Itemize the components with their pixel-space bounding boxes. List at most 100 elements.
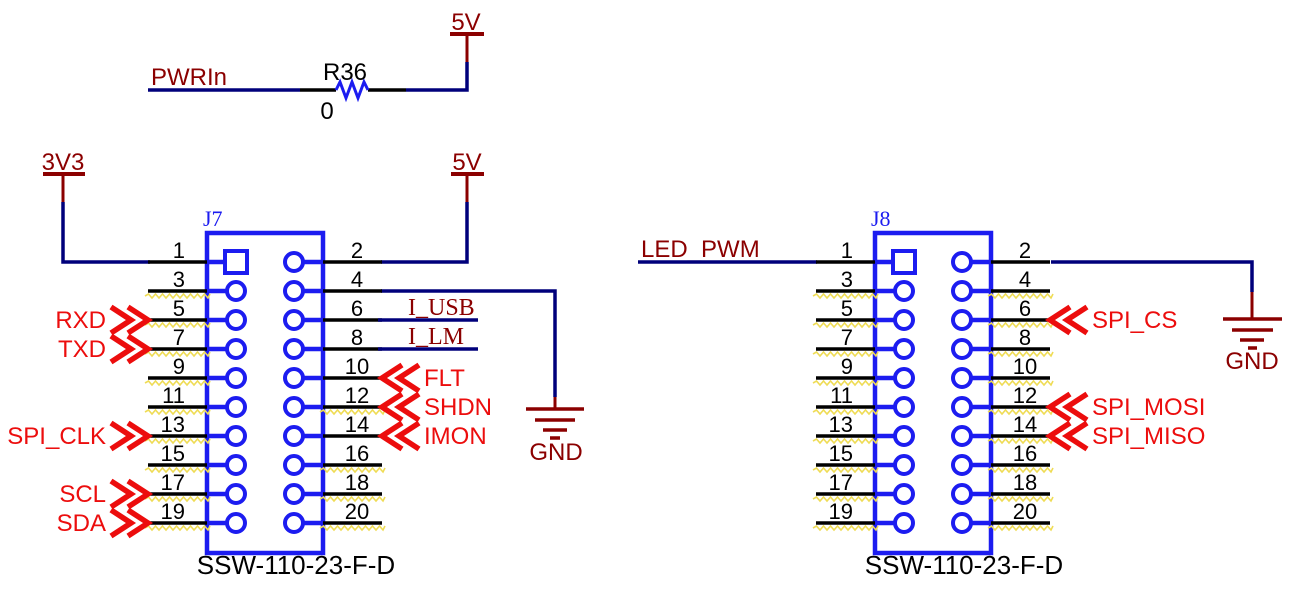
j7-pin-14-pad[interactable] — [283, 425, 305, 447]
j8-pin-5-pad[interactable] — [893, 309, 915, 331]
j8-flag-label-spi_mosi: SPI_MOSI — [1092, 394, 1205, 421]
j8-pin-10-pad[interactable] — [951, 367, 973, 389]
j8-pin-11-pad[interactable] — [893, 396, 915, 418]
j7-pin-20-number: 20 — [345, 499, 369, 524]
j8-pin-19-pad[interactable] — [893, 512, 915, 534]
j7-pin-13-pad[interactable] — [225, 425, 247, 447]
resistor-r36[interactable] — [334, 77, 370, 103]
j8-pin-20-pad[interactable] — [951, 512, 973, 534]
j8-pin-16-pad[interactable] — [951, 454, 973, 476]
offpage-chevron-icon — [1044, 304, 1072, 336]
j8-part-number[interactable]: SSW-110-23-F-D — [865, 550, 1063, 580]
j7-offpage-flag-imon[interactable]: IMON — [376, 420, 487, 452]
j7-offpage-flag-rxd[interactable]: RXD — [55, 304, 154, 336]
j7-pin-3-pad[interactable] — [225, 280, 247, 302]
j7-flag-label-shdn: SHDN — [424, 394, 492, 421]
power-symbol-5v-top[interactable]: 5V — [450, 9, 484, 62]
power-symbol-3v3[interactable]: 3V3 — [42, 149, 85, 202]
j7-net-label-i_lm[interactable]: I_LM — [408, 324, 464, 350]
wire-j7-pin4-to-gnd[interactable] — [381, 289, 557, 397]
j8-pin-18-pad[interactable] — [951, 483, 973, 505]
j8-pin-14-pad[interactable] — [951, 425, 973, 447]
power-label-5v-j7: 5V — [452, 149, 481, 176]
j8-pin-1-number: 1 — [841, 238, 853, 263]
j8-pin-4-pad[interactable] — [951, 280, 973, 302]
j8-pin-8-pad[interactable] — [951, 338, 973, 360]
j7-pin-2-pad[interactable] — [283, 251, 305, 273]
j7-pin-18-unconnected-marker — [319, 495, 386, 503]
gnd-symbol-j8[interactable]: GND — [1223, 292, 1282, 375]
j7-body[interactable] — [204, 230, 326, 556]
j8-pin-17-pad[interactable] — [893, 483, 915, 505]
j7-pin-8-pad[interactable] — [283, 338, 305, 360]
j8-pin-6-unconnected-marker — [987, 321, 1054, 329]
j7-offpage-flag-flt[interactable]: FLT — [376, 362, 465, 394]
j8-pin-6-pad[interactable] — [951, 309, 973, 331]
j7-pin-16-pad[interactable] — [283, 454, 305, 476]
j7-pin-11-pad[interactable] — [225, 396, 247, 418]
j7-pin-6-pad[interactable] — [283, 309, 305, 331]
offpage-chevron-icon — [109, 333, 137, 365]
j8-pin-20-unconnected-marker — [987, 524, 1054, 532]
gnd-symbol-j7[interactable]: GND — [526, 397, 584, 466]
j8-pin-9-pad[interactable] — [893, 367, 915, 389]
j8-pin-10-unconnected-marker — [987, 379, 1054, 387]
j7-pin-19-pad[interactable] — [225, 512, 247, 534]
j8-pin-3-pad[interactable] — [893, 280, 915, 302]
net-label-led-pwm[interactable]: LED_PWM — [641, 236, 760, 263]
j8-pin-13-pad[interactable] — [893, 425, 915, 447]
j7-offpage-flag-shdn[interactable]: SHDN — [376, 391, 492, 423]
j7-pin-18-pad[interactable] — [283, 483, 305, 505]
j7-part-number[interactable]: SSW-110-23-F-D — [197, 550, 395, 580]
j7-pin-17-pad[interactable] — [225, 483, 247, 505]
j7-pin-20-pad[interactable] — [283, 512, 305, 534]
j7-pin-4-number: 4 — [351, 267, 363, 292]
j8-pin-2-pad[interactable] — [951, 251, 973, 273]
net-label-pwrin[interactable]: PWRIn — [151, 64, 227, 91]
j7-pin-12-pad[interactable] — [283, 396, 305, 418]
j7-offpage-flag-spi_clk[interactable]: SPI_CLK — [7, 420, 154, 452]
j7-offpage-flag-scl[interactable]: SCL — [59, 478, 154, 510]
resistor-value[interactable]: 0 — [320, 98, 333, 125]
j8-offpage-flag-spi_miso[interactable]: SPI_MISO — [1044, 420, 1205, 452]
wire-5v-to-j7-pin2[interactable] — [381, 202, 469, 264]
j7-designator[interactable]: J7 — [203, 206, 223, 231]
j7-pin-10-pad[interactable] — [283, 367, 305, 389]
j7-pin-11-unconnected-marker — [144, 408, 211, 416]
j8-offpage-flag-spi_mosi[interactable]: SPI_MOSI — [1044, 391, 1205, 423]
j7-pin-1-number: 1 — [173, 238, 185, 263]
j8-pin-7-pad[interactable] — [893, 338, 915, 360]
j8-pin-18-unconnected-marker — [987, 495, 1054, 503]
j8-pin-15-pad[interactable] — [893, 454, 915, 476]
j7-pin-9-pad[interactable] — [225, 367, 247, 389]
wire-r36-to-5v[interactable] — [406, 62, 469, 92]
j8-body[interactable] — [872, 230, 994, 556]
j8-pin-9-unconnected-marker — [812, 379, 879, 387]
offpage-chevron-icon — [126, 333, 154, 365]
j7-pin-7-pad[interactable] — [225, 338, 247, 360]
j8-pin-11-unconnected-marker — [812, 408, 879, 416]
j7-pin-5-pad[interactable] — [225, 309, 247, 331]
resistor-ref[interactable]: R36 — [323, 59, 367, 86]
j7-pin-10-number: 10 — [345, 354, 369, 379]
power-symbol-5v-j7[interactable]: 5V — [451, 149, 484, 202]
j8-offpage-flag-spi_cs[interactable]: SPI_CS — [1044, 304, 1177, 336]
j7-pin-1-square-pad[interactable] — [223, 249, 249, 275]
j7-net-label-i_usb[interactable]: I_USB — [408, 295, 475, 321]
j8-designator[interactable]: J8 — [871, 206, 891, 231]
j7-pin-4-pad[interactable] — [283, 280, 305, 302]
j7-offpage-flag-txd[interactable]: TXD — [58, 333, 154, 365]
j7-flag-label-flt: FLT — [424, 365, 465, 392]
j7-pin-5-number: 5 — [173, 296, 185, 321]
j7-pin-17-unconnected-marker — [144, 495, 211, 503]
j7-pin-5-unconnected-marker — [144, 321, 211, 329]
j7-offpage-flag-sda[interactable]: SDA — [57, 507, 154, 539]
j8-pin-12-pad[interactable] — [951, 396, 973, 418]
wire-3v3-to-j7-pin1[interactable] — [61, 202, 150, 264]
wire-j8-pin2-to-gnd[interactable] — [1051, 260, 1254, 292]
j7-pin-15-pad[interactable] — [225, 454, 247, 476]
j7-pin-12-unconnected-marker — [319, 408, 386, 416]
j8-pin-1-square-pad[interactable] — [891, 249, 917, 275]
